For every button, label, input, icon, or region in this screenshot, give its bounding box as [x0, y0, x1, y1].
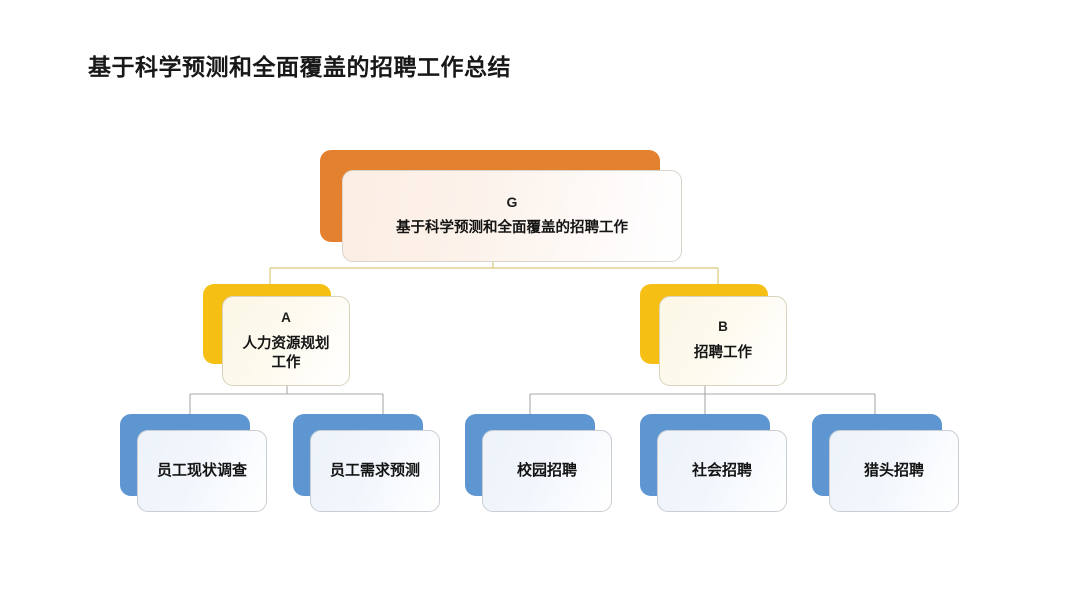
node-root-g-label: 基于科学预测和全面覆盖的招聘工作: [396, 220, 628, 237]
node-leaf-1-label: 员工现状调查: [156, 462, 247, 479]
node-leaf-2-label: 员工需求预测: [329, 462, 420, 479]
node-branch-b-label: 招聘工作: [686, 344, 760, 363]
node-branch-b-code: B: [718, 319, 728, 335]
node-branch-b-card[interactable]: B 招聘工作: [659, 296, 787, 386]
node-leaf-5-card[interactable]: 猎头招聘: [829, 430, 959, 512]
node-branch-a-code: A: [281, 309, 291, 325]
node-leaf-3-label: 校园招聘: [516, 462, 577, 479]
node-leaf-3-card[interactable]: 校园招聘: [482, 430, 612, 512]
node-leaf-5-label: 猎头招聘: [863, 462, 924, 479]
node-root-g-card[interactable]: G 基于科学预测和全面覆盖的招聘工作: [342, 170, 682, 262]
node-branch-a-label-line2: 工作: [271, 354, 301, 371]
node-branch-a-label-line1: 人力资源规划: [242, 335, 330, 352]
node-branch-a-card[interactable]: A 人力资源规划 工作: [222, 296, 350, 386]
node-leaf-4-label: 社会招聘: [691, 462, 752, 479]
edge-group-a: [189, 382, 384, 414]
node-leaf-2-card[interactable]: 员工需求预测: [310, 430, 440, 512]
node-branch-a-label: 人力资源规划 工作: [235, 335, 338, 373]
node-leaf-4-card[interactable]: 社会招聘: [657, 430, 787, 512]
edge-group-root: [269, 258, 719, 286]
node-branch-b-label-line1: 招聘工作: [694, 345, 752, 362]
node-leaf-1-card[interactable]: 员工现状调查: [137, 430, 267, 512]
edge-group-b: [529, 382, 876, 414]
node-root-g-code: G: [506, 194, 518, 211]
page-title: 基于科学预测和全面覆盖的招聘工作总结: [88, 54, 511, 80]
